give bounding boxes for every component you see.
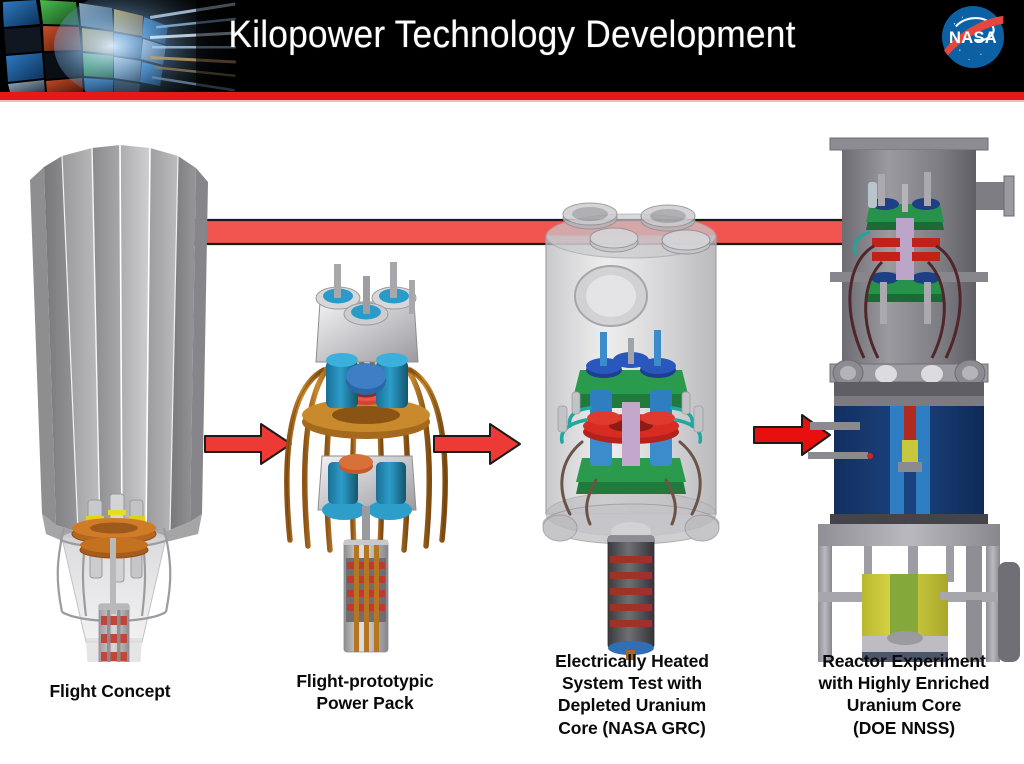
nasa-logo-text: NASA <box>949 29 997 47</box>
caption-line: Depleted Uranium <box>557 695 707 716</box>
mosaic-tiles <box>0 0 236 92</box>
nasa-meatball-logo: NASA <box>940 4 1006 70</box>
flight-prototypic-power-pack-render <box>266 210 466 660</box>
caption-line: with Highly Enriched <box>818 673 990 694</box>
caption-line: Flight Concept <box>49 681 171 701</box>
caption-line: Flight-prototypic <box>296 671 434 691</box>
caption-electrically-heated-system-test: Electrically Heated System Test with Dep… <box>512 650 752 739</box>
caption-line: (DOE NNSS) <box>852 717 956 738</box>
header-red-divider <box>0 92 1024 100</box>
caption-line: Electrically Heated <box>555 651 709 671</box>
caption-line: System Test with <box>561 673 703 694</box>
slide-header: Kilopower Technology Development NASA <box>0 0 1024 92</box>
caption-flight-concept: Flight Concept <box>0 680 220 702</box>
flight-concept-render <box>0 142 220 733</box>
nasa-imagery-mosaic-banner <box>0 0 236 92</box>
caption-line: Power Pack <box>316 693 414 714</box>
caption-line: Uranium Core <box>846 695 962 716</box>
arrow-stage1-to-stage2 <box>204 423 292 465</box>
header-red-divider-shadow <box>0 100 1024 102</box>
caption-reactor-experiment: Reactor Experiment with Highly Enriched … <box>784 650 1024 739</box>
caption-line: Core (NASA GRC) <box>558 717 706 738</box>
caption-flight-prototypic-power-pack: Flight-prototypic Power Pack <box>245 670 485 714</box>
reactor-experiment-render <box>790 122 1024 662</box>
page-title: Kilopower Technology Development <box>228 14 796 56</box>
arrow-stage2-to-stage3 <box>433 423 521 465</box>
slide-body: Flight Concept <box>0 102 1024 764</box>
caption-line: Reactor Experiment <box>822 651 986 671</box>
electrically-heated-system-test-render <box>516 180 746 664</box>
